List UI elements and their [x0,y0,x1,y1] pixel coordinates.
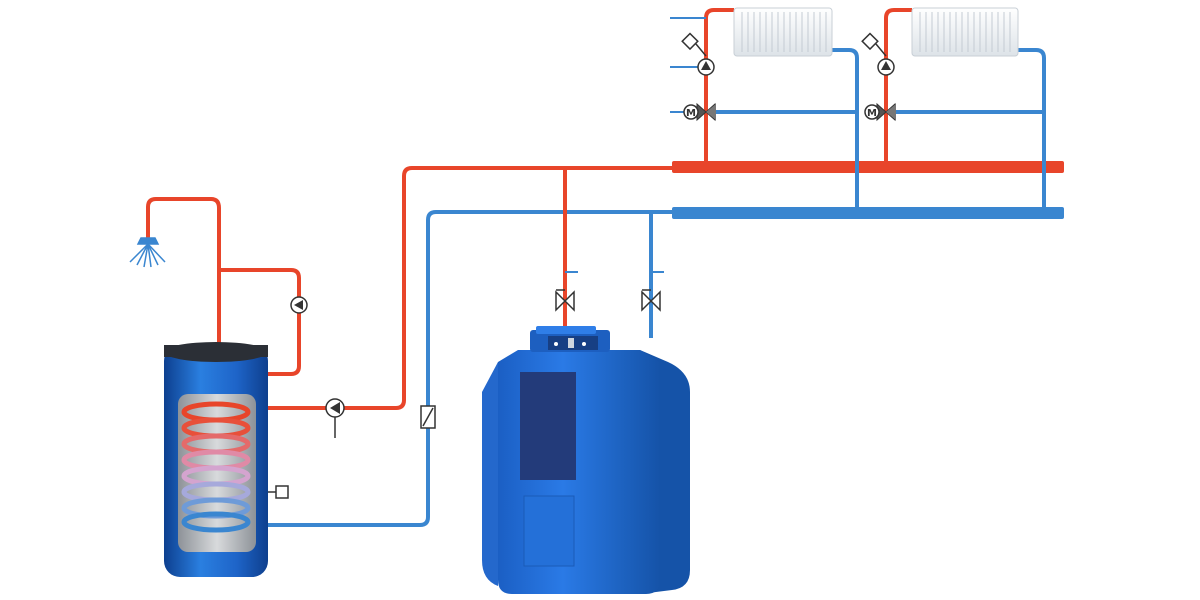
tank-loading-pump-icon[interactable] [325,398,345,438]
tank-coil-return-pipe [258,210,672,527]
hot-water-storage-tank[interactable] [164,342,289,577]
check-valve-icon [420,405,436,429]
circuit1-mixer-motor-label: M [686,108,696,119]
radiator-1[interactable] [733,7,833,57]
boiler[interactable] [482,326,690,594]
circuit1-mixing-valve-icon[interactable]: M [683,102,716,122]
circuit2-mixer-motor-label: M [867,108,877,119]
boiler-flow-isolation-valve-icon[interactable] [555,289,575,312]
boiler-lower-door [523,495,575,567]
heat-exchanger-coil [181,401,251,533]
circuit1-flow-pipe [704,8,734,161]
circuit1-return-pipe [832,48,859,207]
circuit1-sensor-icon [681,32,707,57]
shower-head-icon [129,237,166,268]
circuit2-sensor-icon [861,32,887,57]
hot-water-pipe [146,197,221,345]
return-header-pipe [672,207,1064,219]
radiator-2[interactable] [911,7,1019,57]
circuit2-pump-icon[interactable] [877,58,895,76]
tank-coil-supply-pipe [258,166,672,410]
circuit2-mixing-valve-icon[interactable]: M [864,102,896,122]
pipework [146,8,1064,527]
circuit2-flow-pipe [884,8,912,161]
boiler-window-panel [520,372,576,480]
circuit2-return-pipe [1018,48,1046,207]
tank-temperature-sensor [275,485,289,499]
boiler-return-isolation-valve-icon[interactable] [641,289,661,312]
circuit1-pump-icon[interactable] [697,58,715,76]
circulation-loop-pipe [219,268,301,376]
supply-header-pipe [672,161,1064,173]
circulation-pump-icon[interactable] [290,296,308,314]
